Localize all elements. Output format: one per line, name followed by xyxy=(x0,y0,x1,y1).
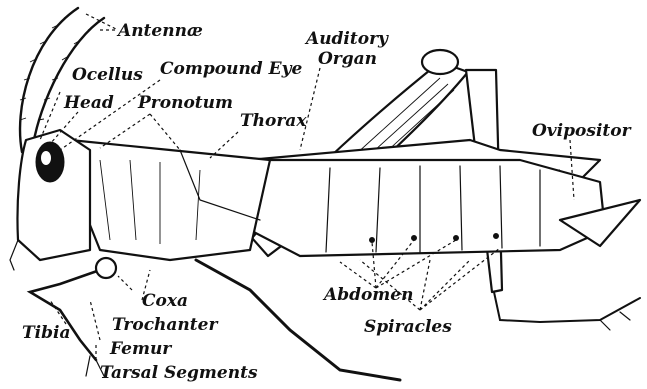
label-organ: Organ xyxy=(318,49,377,69)
label-femur: Femur xyxy=(109,339,172,359)
label-ovipositor: Ovipositor xyxy=(532,121,632,141)
thorax-drawing xyxy=(70,140,270,260)
label-tibia: Tibia xyxy=(22,323,70,343)
label-auditory: Auditory xyxy=(304,29,389,49)
label-head: Head xyxy=(63,93,114,113)
label-compound-eye: Compound Eye xyxy=(160,59,302,79)
label-tarsal-segments: Tarsal Segments xyxy=(100,363,258,383)
label-pronotum: Pronotum xyxy=(137,93,233,113)
label-ocellus: Ocellus xyxy=(72,65,143,85)
label-trochanter: Trochanter xyxy=(112,315,218,335)
label-antennae: Antennæ xyxy=(116,21,203,41)
label-spiracles: Spiracles xyxy=(364,317,452,337)
label-thorax: Thorax xyxy=(240,111,307,131)
front-leg-drawing xyxy=(30,258,116,376)
label-abdomen: Abdomen xyxy=(322,285,413,305)
label-coxa: Coxa xyxy=(142,291,188,311)
